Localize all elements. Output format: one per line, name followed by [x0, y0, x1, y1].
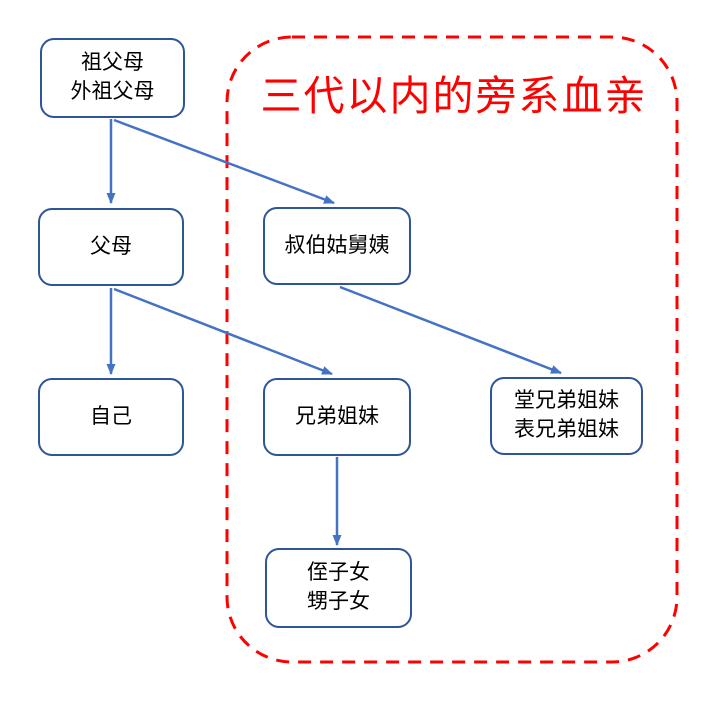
- node-nephews-nieces: 侄子女 甥子女: [265, 548, 412, 628]
- node-siblings: 兄弟姐妹: [263, 378, 411, 456]
- edge-parents-to-siblings: [113, 287, 333, 376]
- node-self: 自己: [38, 378, 184, 456]
- node-nephews-nieces-label: 侄子女 甥子女: [307, 561, 370, 613]
- node-cousins-label: 堂兄弟姐妹 表兄弟姐妹: [514, 389, 619, 441]
- collateral-group-dashed-border: [225, 35, 679, 664]
- diagram-title: 三代以内的旁系血亲: [260, 73, 648, 119]
- node-uncles-aunts-label: 叔伯姑舅姨: [284, 233, 390, 257]
- node-uncles-aunts: 叔伯姑舅姨: [263, 207, 411, 285]
- node-parents-label: 父母: [90, 234, 132, 258]
- node-grandparents-label: 祖父母 外祖父母: [70, 51, 155, 103]
- node-parents: 父母: [38, 208, 184, 286]
- node-grandparents: 祖父母 外祖父母: [40, 38, 185, 118]
- node-cousins: 堂兄弟姐妹 表兄弟姐妹: [490, 377, 643, 455]
- node-siblings-label: 兄弟姐妹: [295, 404, 379, 428]
- node-self-label: 自己: [90, 404, 132, 428]
- edge-uncles-aunts-to-cousins: [339, 285, 562, 375]
- edge-grandparents-to-uncles-aunts: [113, 118, 335, 205]
